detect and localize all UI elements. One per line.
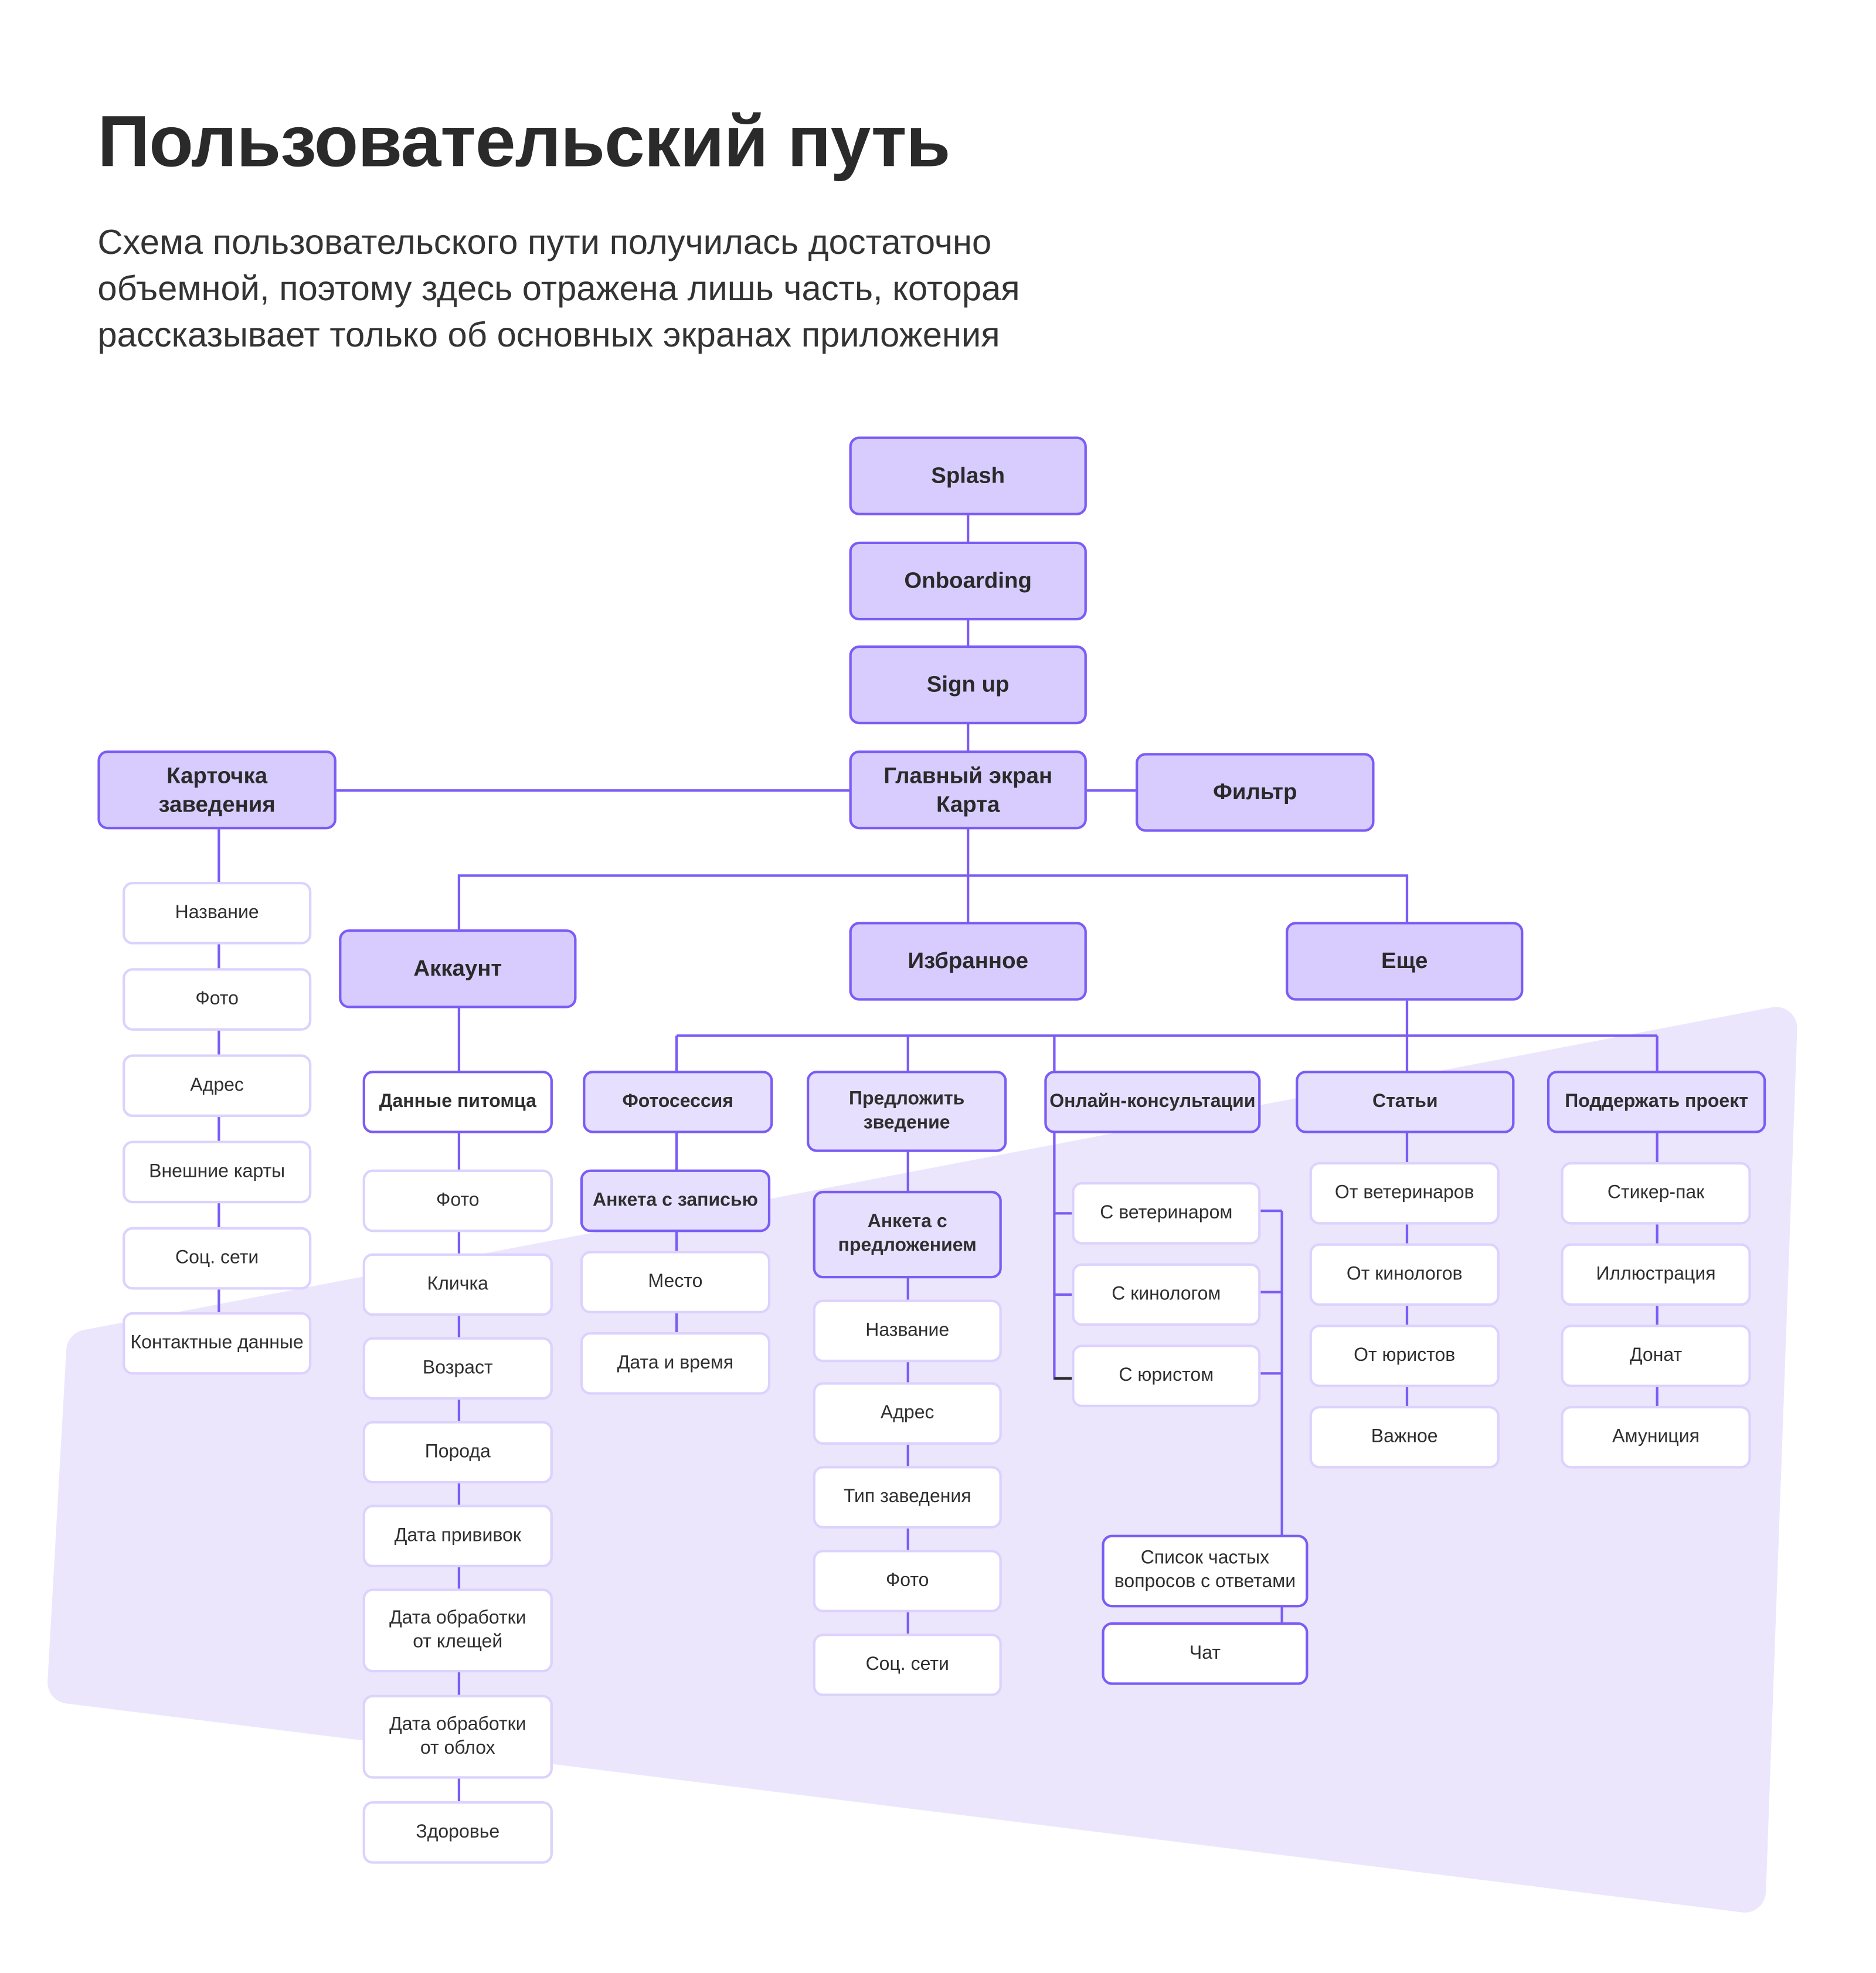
page-title: Пользовательский путь: [97, 101, 950, 183]
node-onboarding: Onboarding: [849, 541, 1087, 621]
article-item: Важное: [1309, 1405, 1500, 1469]
support-item: Иллюстрация: [1561, 1243, 1751, 1306]
node-filter: Фильтр: [1136, 753, 1375, 832]
venue-card-item: Фото: [123, 968, 312, 1031]
node-pet-data: Данные питомца: [362, 1071, 553, 1133]
subtitle-line: объемной, поэтому здесь отражена лишь ча…: [97, 269, 1020, 308]
photoshoot-item: Место: [580, 1251, 771, 1313]
node-suggest-form: Анкета с предложением: [813, 1190, 1002, 1279]
node-articles: Статьи: [1296, 1071, 1515, 1133]
pet-data-item: Кличка: [362, 1253, 553, 1316]
pet-data-item: Фото: [362, 1169, 553, 1232]
pet-data-item: Дата прививок: [362, 1505, 553, 1568]
suggest-item: Адрес: [813, 1382, 1002, 1445]
venue-card-item: Внешние карты: [123, 1140, 312, 1204]
consultation-item: С юристом: [1072, 1344, 1261, 1407]
pet-data-item: Здоровье: [362, 1801, 553, 1864]
venue-card-item: Соц. сети: [123, 1227, 312, 1290]
node-sign-up: Sign up: [849, 645, 1087, 725]
photoshoot-item: Дата и время: [580, 1332, 771, 1395]
node-more: Еще: [1286, 922, 1524, 1001]
venue-card-item: Адрес: [123, 1054, 312, 1118]
node-venue-card: Карточка заведения: [97, 750, 337, 830]
node-online-consultations: Онлайн-консультации: [1044, 1071, 1261, 1133]
node-faq: Список частых вопросов с ответами: [1102, 1534, 1309, 1608]
support-item: Амуниция: [1561, 1405, 1751, 1469]
page-subtitle: Схема пользовательского пути получилась …: [97, 219, 1019, 358]
node-main-map: Главный экран Карта: [849, 750, 1087, 830]
connector: [457, 874, 1409, 930]
subtitle-line: рассказывает только об основных экранах …: [97, 315, 1000, 354]
suggest-item: Фото: [813, 1550, 1002, 1612]
article-item: От юристов: [1309, 1325, 1500, 1387]
node-account: Аккаунт: [339, 929, 577, 1008]
pet-data-item: Дата обработки от клещей: [362, 1588, 553, 1673]
node-photoshoot-form: Анкета с записью: [580, 1169, 771, 1232]
venue-card-item: Название: [123, 881, 312, 945]
node-chat: Чат: [1102, 1622, 1309, 1685]
suggest-item: Тип заведения: [813, 1466, 1002, 1529]
node-photoshoot: Фотосессия: [583, 1071, 773, 1133]
pet-data-item: Порода: [362, 1421, 553, 1484]
node-suggest-venue: Предложить зведение: [806, 1071, 1007, 1152]
support-item: Донат: [1561, 1325, 1751, 1387]
consultation-item: С ветеринаром: [1072, 1181, 1261, 1245]
article-item: От кинологов: [1309, 1243, 1500, 1306]
article-item: От ветеринаров: [1309, 1162, 1500, 1225]
node-favorites: Избранное: [849, 922, 1087, 1001]
node-splash: Splash: [849, 436, 1087, 515]
venue-card-item: Контактные данные: [123, 1312, 312, 1375]
suggest-item: Название: [813, 1299, 1002, 1363]
pet-data-item: Возраст: [362, 1337, 553, 1400]
support-item: Стикер-пак: [1561, 1162, 1751, 1225]
suggest-item: Соц. сети: [813, 1634, 1002, 1696]
pet-data-item: Дата обработки от облох: [362, 1694, 553, 1779]
node-support-project: Поддержать проект: [1547, 1071, 1766, 1133]
subtitle-line: Схема пользовательского пути получилась …: [97, 222, 992, 262]
consultation-item: С кинологом: [1072, 1263, 1261, 1326]
